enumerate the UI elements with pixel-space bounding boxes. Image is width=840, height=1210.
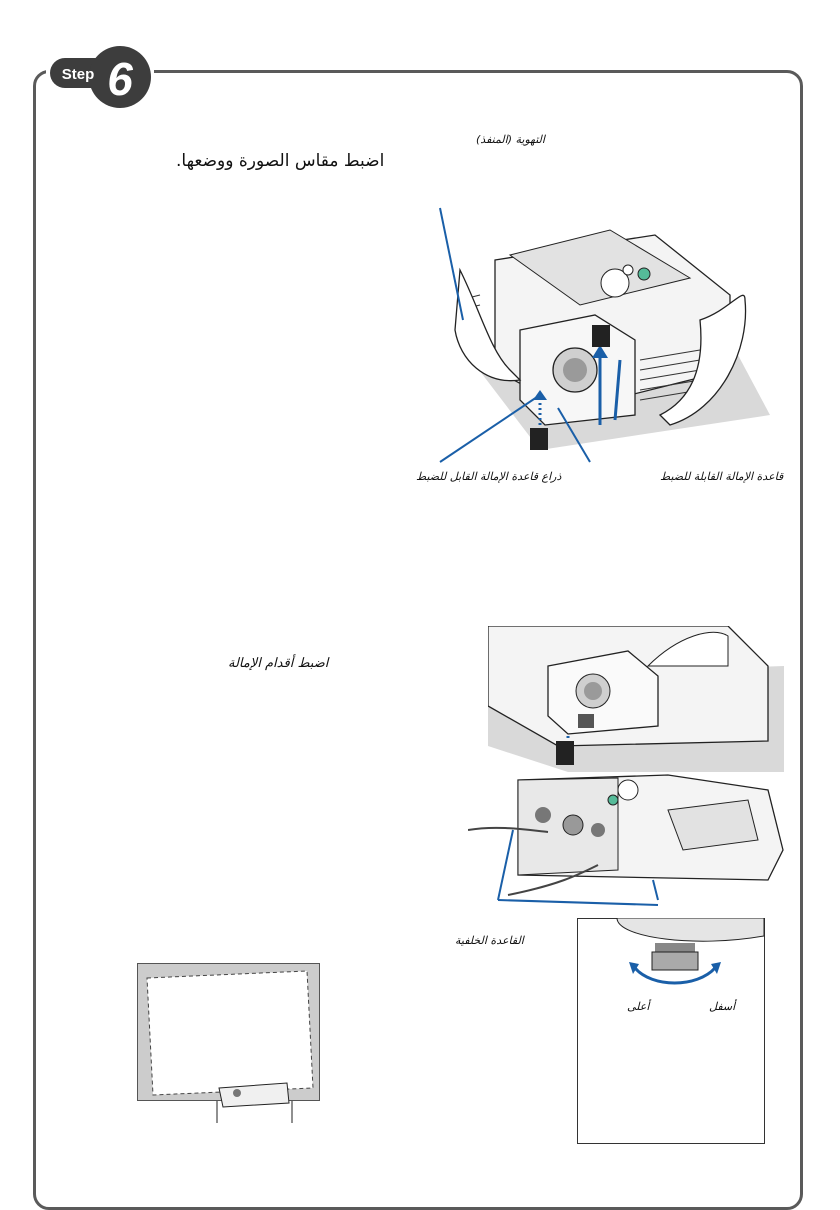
step-number: 6 — [107, 53, 133, 105]
step-prefix: Step — [62, 66, 95, 83]
screen-diagram — [137, 963, 321, 1123]
tilt-foot-label: قاعدة الإمالة القابلة للضبط — [660, 470, 783, 483]
step-badge: Step 6 — [48, 44, 152, 110]
step-badge-shape: Step 6 — [48, 44, 152, 110]
projector-lift-illustration — [400, 200, 780, 470]
tilt-feet-heading: اضبط أقدام الإمالة — [228, 656, 328, 671]
rear-foot-label: القاعدة الخلفية — [455, 934, 524, 947]
down-label: أسفل — [709, 1000, 735, 1013]
vent-label: التهوية (المنفذ) — [476, 133, 545, 146]
foot-adjust-box: أعلى أسفل — [577, 918, 765, 1144]
rear-foot-illustration — [468, 770, 784, 915]
up-label: أعلى — [627, 1000, 649, 1013]
tilt-lever-label: ذراع قاعدة الإمالة القابل للضبط — [416, 470, 561, 483]
tilt-foot-illustration — [488, 626, 784, 772]
page-heading: اضبط مقاس الصورة ووضعها. — [176, 151, 384, 171]
